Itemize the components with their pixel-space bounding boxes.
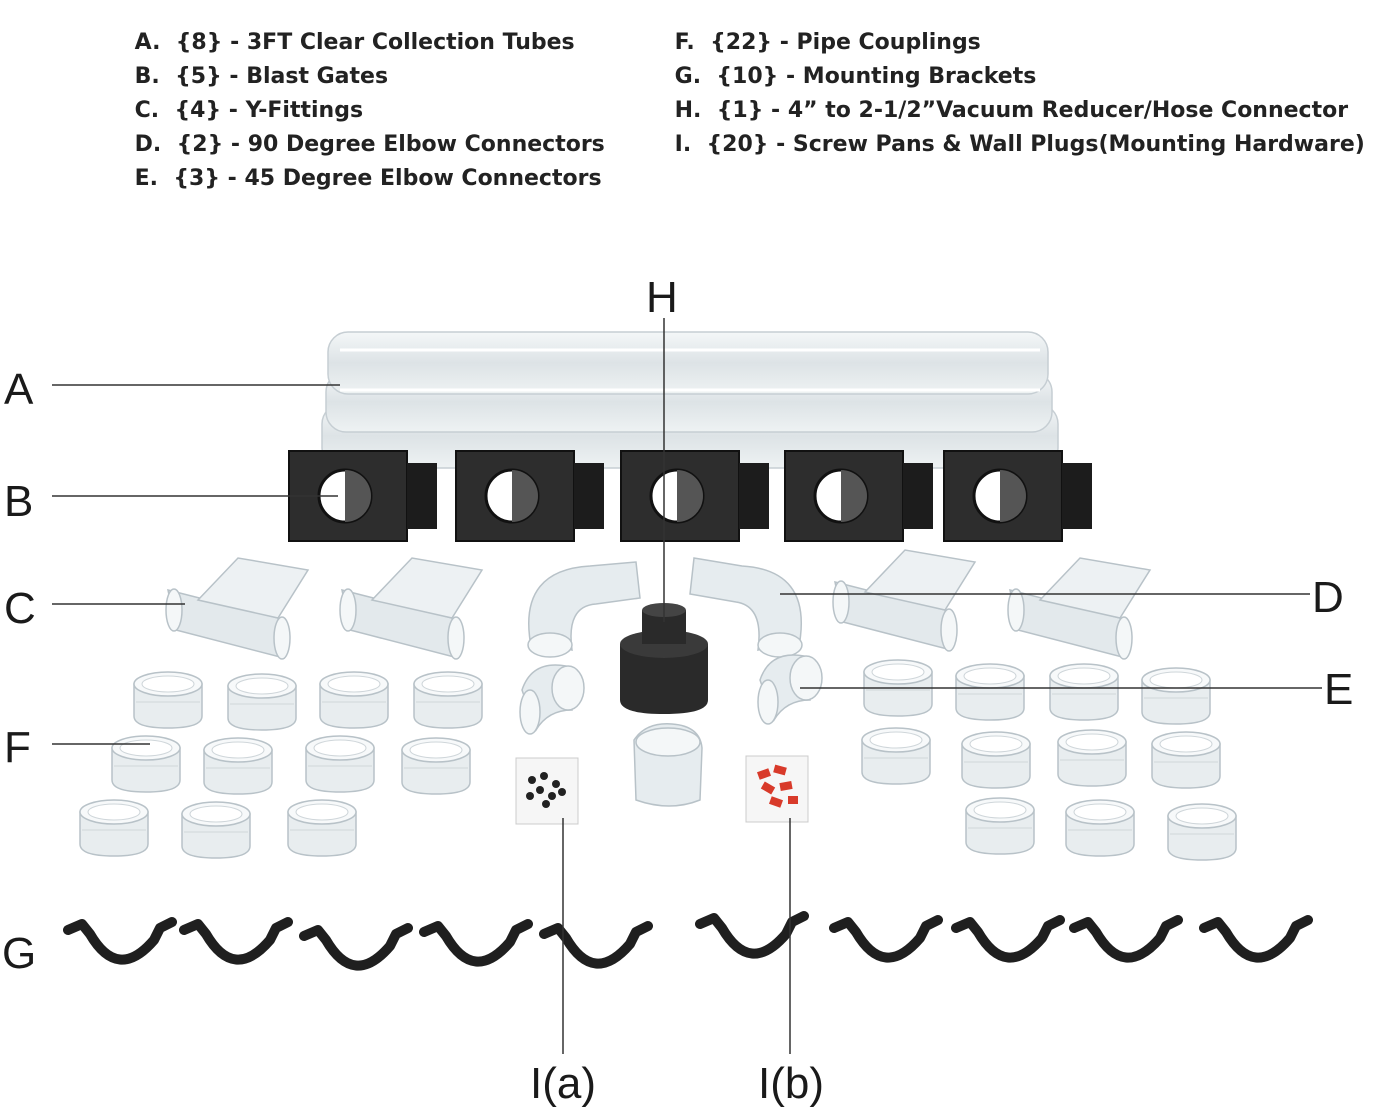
parts-list-item-g: G. {10} - Mounting Brackets	[674, 64, 1037, 89]
callout-d: D	[1312, 573, 1344, 622]
parts-list-item-h: H. {1} - 4” to 2-1/2”Vacuum Reducer/Hose…	[674, 98, 1349, 123]
callout-i-b: I(b)	[758, 1059, 824, 1108]
clear-collection-tubes	[321, 331, 1059, 469]
callout-e: E	[1324, 665, 1354, 714]
elbow-90-connectors	[527, 557, 803, 658]
elbow-45-connectors	[519, 654, 823, 807]
parts-list-item-b: B. {5} - Blast Gates	[134, 64, 389, 89]
blast-gates	[287, 449, 1094, 543]
parts-list-item-e: E. {3} - 45 Degree Elbow Connectors	[134, 166, 602, 191]
callout-g: G	[2, 929, 37, 978]
callout-a: A	[4, 365, 34, 414]
callout-b: B	[4, 477, 34, 526]
parts-list-item-i: I. {20} - Screw Pans & Wall Plugs(Mounti…	[674, 132, 1365, 157]
callout-h: H	[646, 273, 678, 322]
leader-lines	[52, 318, 1322, 1054]
callout-f: F	[4, 723, 31, 772]
parts-list-item-d: D. {2} - 90 Degree Elbow Connectors	[134, 132, 605, 157]
parts-list-item-c: C. {4} - Y-Fittings	[134, 98, 364, 123]
callout-c: C	[4, 584, 36, 633]
mounting-hardware-bags	[515, 755, 809, 825]
mounting-brackets	[68, 916, 1308, 966]
vacuum-reducer	[620, 603, 708, 714]
parts-list-item-f: F. {22} - Pipe Couplings	[674, 30, 981, 55]
parts-list-item-a: A. {8} - 3FT Clear Collection Tubes	[134, 30, 575, 55]
callout-i-a: I(a)	[530, 1059, 596, 1108]
